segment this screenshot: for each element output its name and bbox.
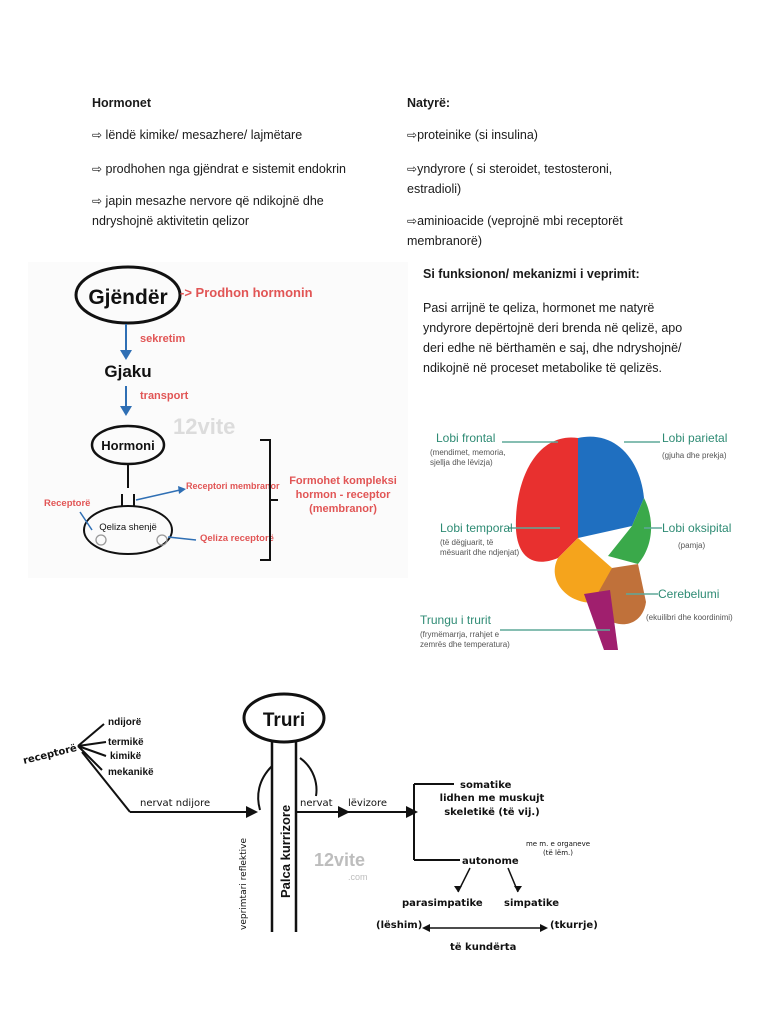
opposite-label: të kundërta (450, 942, 516, 953)
spinal-cord-label: Palca kurrizore (278, 805, 293, 898)
parietal-label: Lobi parietal (662, 431, 727, 445)
complex-note: Formohet kompleksi hormon - receptor (me… (289, 475, 397, 515)
motor-label: lëvizore (348, 798, 387, 809)
hormones-heading: Hormonet (92, 96, 152, 110)
watermark-suffix: .com (348, 872, 368, 882)
nature-item: ⇨aminioacide (veprojnë mbi receptorët me… (407, 214, 623, 248)
temporal-label: Lobi temporal (440, 521, 513, 535)
receptor-type: kimikë (110, 751, 142, 762)
brainstem-label: Trungu i trurit (420, 613, 492, 627)
receptor-type: mekanikë (108, 767, 154, 778)
arrow-right-icon: ⇨ (92, 128, 103, 142)
contract-label: (tkurrje) (550, 920, 598, 931)
temporal-lobe (554, 538, 612, 603)
parietal-desc: (gjuha dhe prekja) (662, 451, 727, 460)
gland-ellipse (74, 265, 182, 325)
receptors-label: receptorë (22, 743, 78, 767)
transport-label: transport (140, 390, 189, 402)
receptor-membrane-label: Receptori membranor (186, 481, 280, 491)
brainstem-desc: (frymëmarrja, rrahjet e zemrës dhe tempe… (420, 630, 510, 649)
parietal-lobe (578, 436, 644, 538)
hormones-item: ⇨ japin mesazhe nervore që ndikojnë dhe … (92, 194, 324, 228)
sympathetic-label: simpatike (504, 898, 559, 909)
hormone-diagram: 12vite Gjëndër -> Prodhon hormonin sekre… (28, 262, 408, 578)
receptor-type: termikë (108, 737, 144, 748)
receptor-type: ndijorë (108, 717, 142, 728)
somatic-label: somatike (460, 780, 512, 791)
arrow-right-icon: ⇨ (407, 214, 418, 228)
target-cell (83, 505, 173, 555)
arrow-right-icon: ⇨ (407, 162, 418, 176)
frontal-desc: (mendimet, memoria, sjellja dhe lëvizja) (430, 448, 506, 467)
brain-diagram: Lobi frontal Lobi parietal Lobi temporal… (420, 431, 733, 650)
blood-label: Gjaku (104, 362, 151, 381)
brain-ellipse (242, 692, 326, 744)
frontal-lobe (515, 437, 578, 562)
arrow-right-icon: ⇨ (407, 128, 418, 142)
gland-label: Gjëndër (88, 286, 167, 309)
autonomic-note: me m. e organeve (të lëm.) (525, 840, 591, 857)
nature-item: ⇨yndyrore ( si steroidet, testosteroni, … (407, 162, 613, 196)
receptor-cell-label: Qeliza receptorë (200, 533, 274, 544)
receptor-left-label: Receptorë (44, 498, 90, 509)
hormones-item: ⇨ lëndë kimike/ mesazhere/ lajmëtare (92, 128, 303, 142)
sensory-nerves-label: nervat ndijore (140, 798, 210, 809)
hormones-item: ⇨ prodhohen nga gjëndrat e sistemit endo… (92, 162, 346, 176)
arrow-right-icon: ⇨ (92, 194, 103, 208)
brain-label: Truri (263, 710, 305, 731)
occipital-desc: (pamja) (678, 541, 705, 550)
parasympathetic-label: parasimpatike (402, 898, 483, 909)
occipital-lobe (608, 498, 652, 564)
cerebellum-label: Cerebelumi (658, 587, 719, 601)
secretion-label: sekretim (140, 333, 185, 345)
temporal-desc: (të dëgjuarit, të mësuarit dhe ndjenjat) (440, 538, 520, 557)
occipital-label: Lobi oksipital (662, 521, 731, 535)
autonomic-label: autonome (462, 856, 519, 867)
somatic-desc: lidhen me muskujt skeletikë (të vij.) (439, 793, 545, 818)
hormone-label: Hormoni (101, 438, 154, 453)
target-cell-label: Qeliza shenjë (99, 522, 157, 533)
brainstem (584, 590, 618, 650)
arrow-right-icon: ⇨ (92, 162, 103, 176)
relax-label: (lëshim) (376, 920, 422, 931)
watermark: 12vite (314, 850, 365, 870)
reflex-label: veprimtari reflektive (239, 838, 249, 930)
nature-heading: Natyrë: (407, 96, 451, 110)
mechanism-heading: Si funksionon/ mekanizmi i veprimit: (423, 267, 640, 281)
nerves-label: nervat (300, 798, 333, 809)
mechanism-body: Pasi arrijnë te qeliza, hormonet me naty… (423, 301, 683, 375)
nervous-system-diagram: Truri Palca kurrizore veprimtari reflekt… (22, 692, 598, 953)
nature-item: ⇨proteinike (si insulina) (407, 128, 538, 142)
frontal-label: Lobi frontal (436, 431, 495, 445)
gland-note: -> Prodhon hormonin (180, 285, 313, 300)
watermark: 12vite (173, 414, 235, 439)
cerebellum-desc: (ekuilibri dhe koordinimi) (646, 613, 733, 622)
